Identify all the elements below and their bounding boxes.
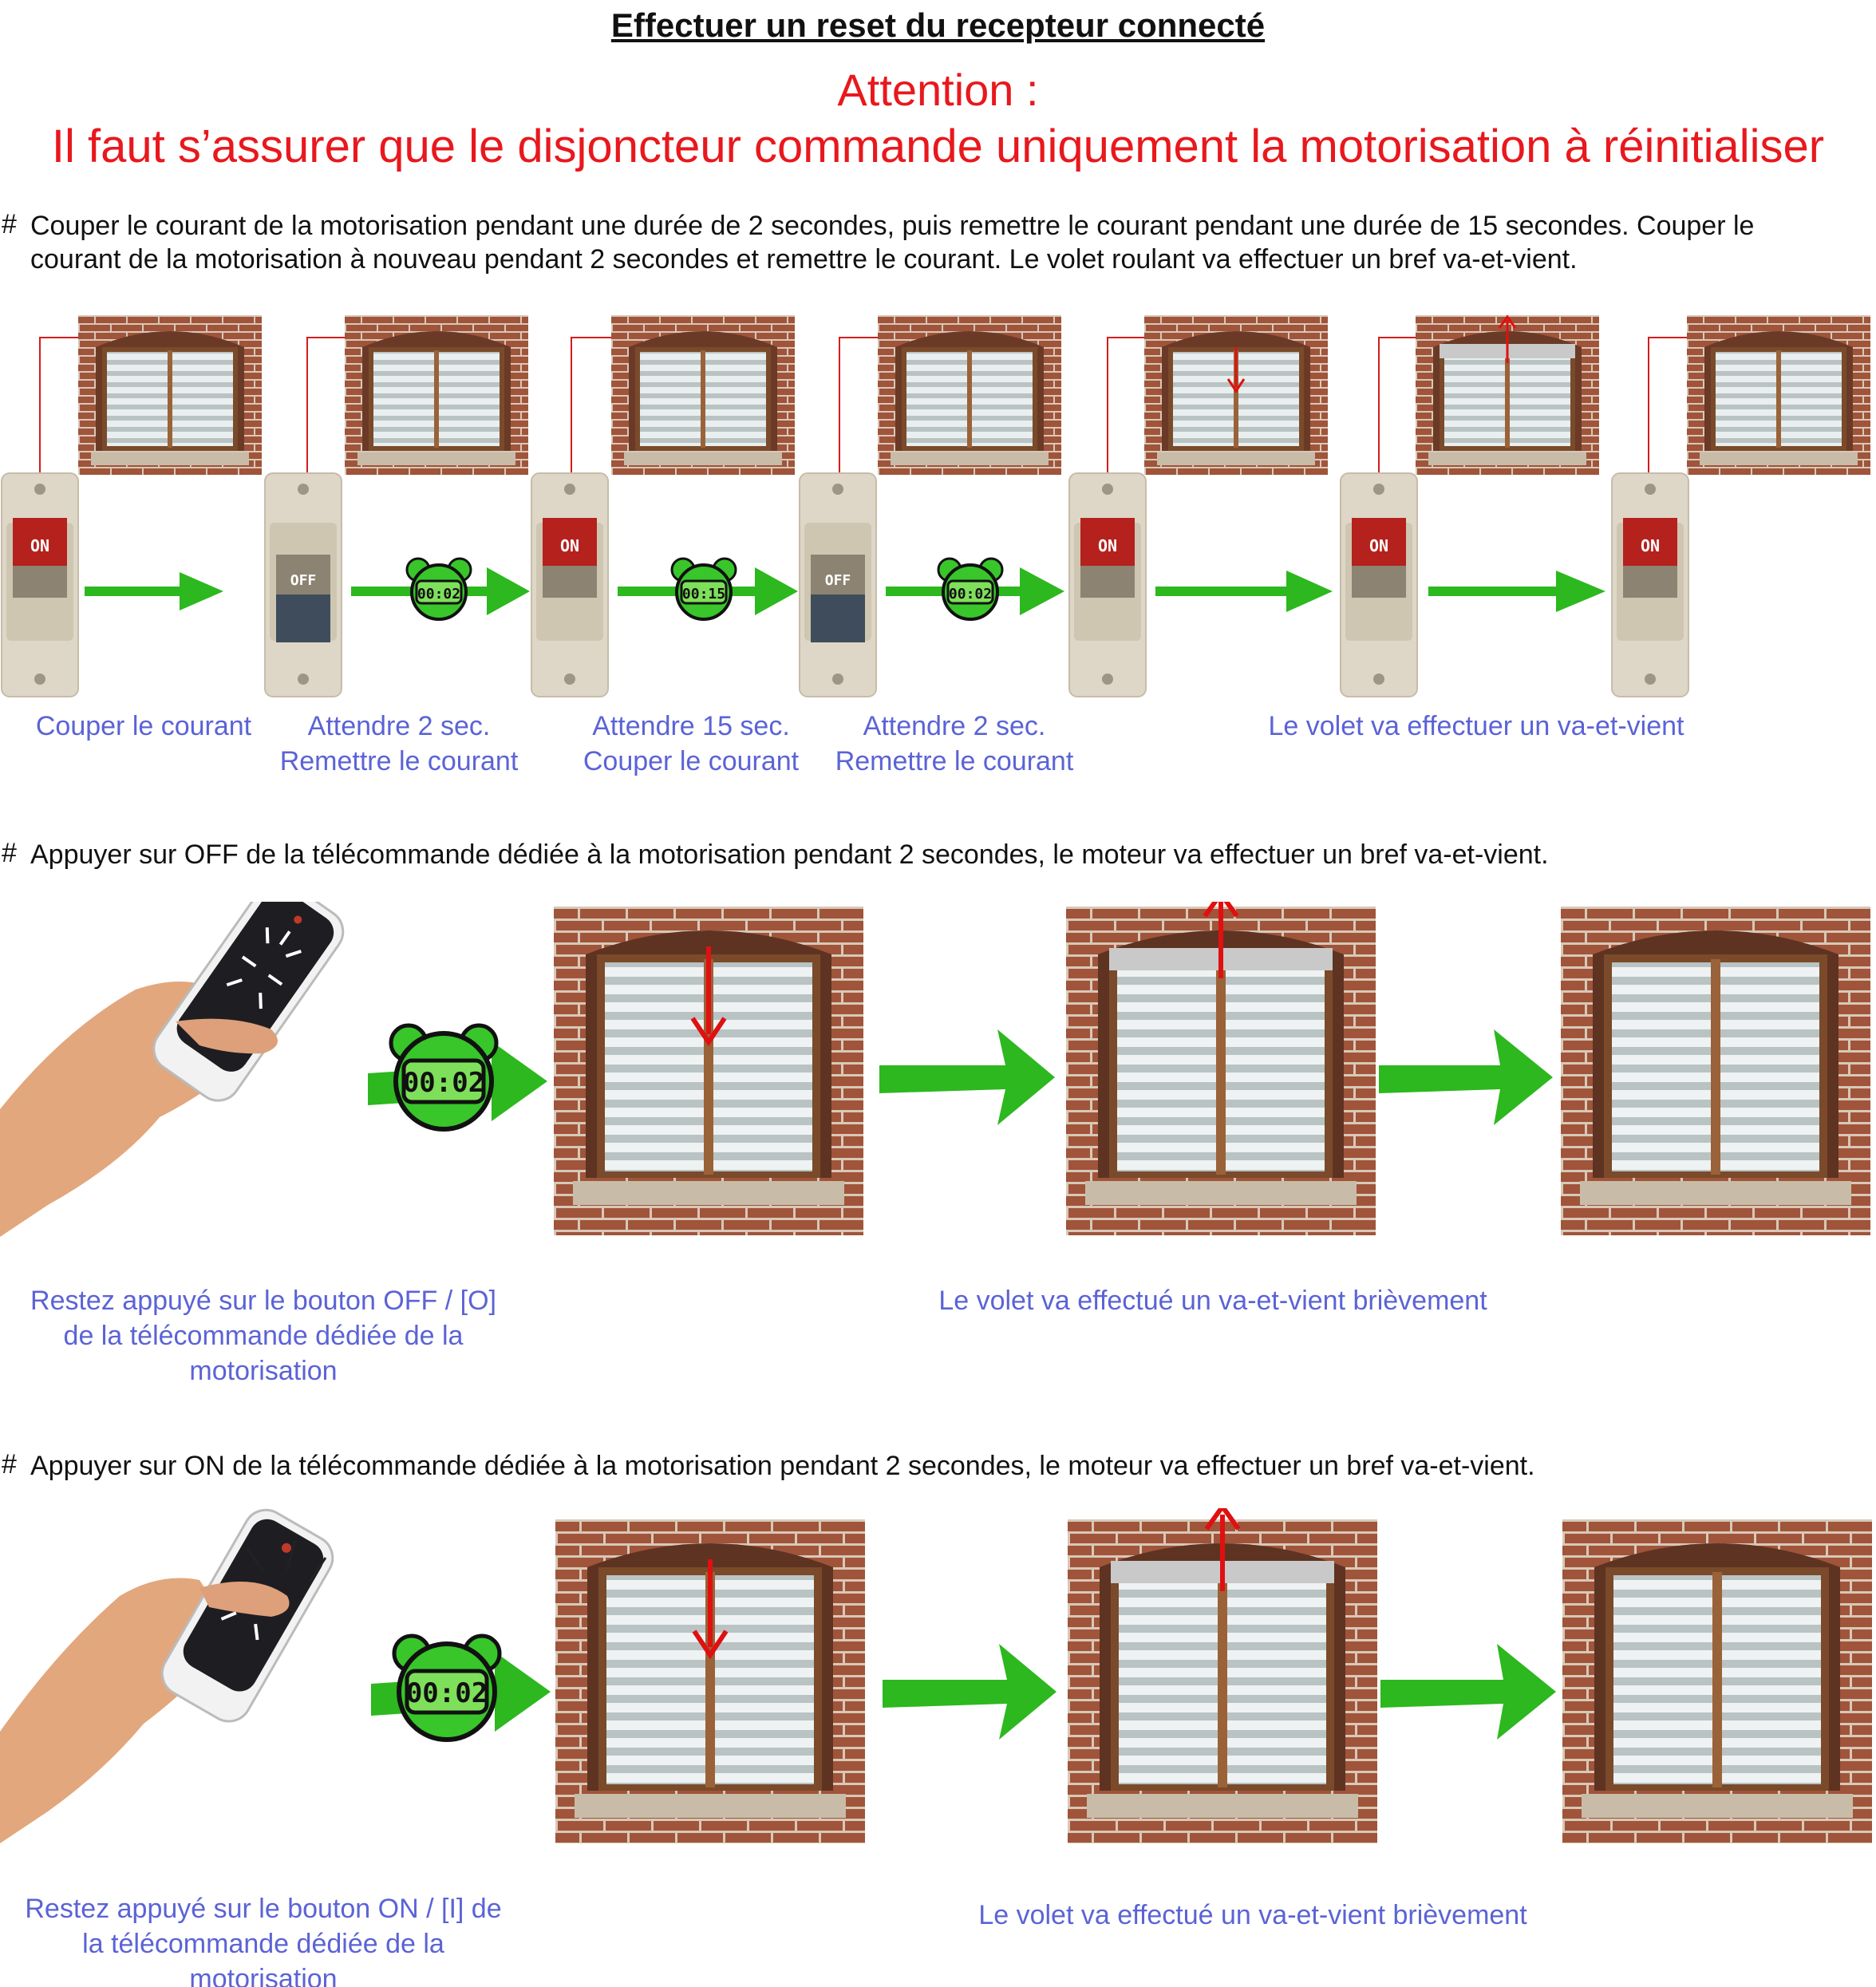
arrow-right-icon <box>85 572 223 610</box>
step2-instruction: Appuyer sur OFF de la télécommande dédié… <box>30 839 1549 870</box>
breaker-switch: ON <box>531 472 609 697</box>
caption-line: Attendre 15 sec. <box>592 711 790 741</box>
step2-bullet: # <box>2 838 17 868</box>
timer-clock-icon: 00:15 <box>670 557 737 621</box>
arrow-right-icon <box>1380 1644 1556 1740</box>
timer-display: 00:15 <box>682 586 725 602</box>
breaker-switch: ON <box>1068 472 1147 697</box>
window-shutter-down <box>555 1519 865 1843</box>
caption-line: Couper le courant <box>583 746 800 776</box>
arrow-right-icon <box>879 1029 1055 1125</box>
step1-line1: Couper le courant de la motorisation pen… <box>30 211 1755 241</box>
breaker-sequence-diagram: ON OFF ON OFF ON <box>1 314 1870 697</box>
switch-label: ON <box>30 536 49 555</box>
window-restored <box>1562 1519 1872 1843</box>
step3-instruction: Appuyer sur ON de la télécommande dédiée… <box>30 1451 1535 1481</box>
arrow-right-icon <box>1428 571 1605 612</box>
step1-instruction: Couper le courant de la motorisation pen… <box>30 209 1874 276</box>
breaker-switch: ON <box>1340 472 1418 697</box>
breaker-switch: OFF <box>799 472 877 697</box>
caption-step2-remote: Restez appuyé sur le bouton OFF / [O] de… <box>0 1283 527 1389</box>
caption-line: Remettre le courant <box>279 746 519 776</box>
caption-step3-remote: Restez appuyé sur le bouton ON / [I] de … <box>0 1891 527 1987</box>
step3-bullet: # <box>2 1449 17 1479</box>
breaker-switch: OFF <box>264 472 342 697</box>
caption-line: Couper le courant <box>35 711 252 741</box>
window-restored <box>1561 907 1870 1235</box>
window-shutter-up <box>1068 1508 1377 1843</box>
page-title: Effectuer un reset du recepteur connecté <box>610 6 1266 44</box>
step1-line2: courant de la motorisation à nouveau pen… <box>30 244 1578 275</box>
timer-display: 00:02 <box>949 586 992 602</box>
timer-display: 00:02 <box>417 586 460 602</box>
hand-remote-image <box>0 902 345 1237</box>
caption-line: Le volet va effectuer un va-et-vient <box>1268 711 1684 741</box>
caption-step1-3: Attendre 15 sec. Couper le courant <box>547 709 835 779</box>
caption-line: motorisation <box>189 1356 338 1386</box>
timer-clock-icon: 00:02 <box>937 557 1004 621</box>
timer-display: 00:02 <box>406 1677 488 1709</box>
switch-label: ON <box>1369 536 1388 555</box>
caption-step1-2: Attendre 2 sec. Remettre le courant <box>255 709 543 779</box>
caption-step1-5: Le volet va effectuer un va-et-vient <box>1197 709 1756 744</box>
window-shutter-down <box>1144 315 1328 475</box>
window-shutter-up <box>1416 314 1599 475</box>
switch-label: ON <box>560 536 579 555</box>
remote-off-diagram: 00:02 <box>0 902 1870 1237</box>
caption-step2-result: Le volet va effectué un va-et-vient briè… <box>938 1286 1487 1316</box>
step1-bullet: # <box>2 209 17 239</box>
caption-line: Attendre 2 sec. <box>863 711 1046 741</box>
window-shutter-down <box>554 907 863 1235</box>
caption-line: Restez appuyé sur le bouton ON / [I] de <box>25 1894 502 1924</box>
caption-line: Remettre le courant <box>835 746 1074 776</box>
caption-step1-4: Attendre 2 sec. Remettre le courant <box>811 709 1098 779</box>
remote-on-diagram: 00:02 <box>0 1508 1872 1843</box>
hand-remote-image <box>0 1508 334 1843</box>
timer-clock-icon: 00:02 <box>405 557 472 621</box>
switch-label: ON <box>1641 536 1660 555</box>
timer-clock-icon: 00:02 <box>368 1023 547 1132</box>
arrow-right-icon <box>883 1644 1056 1740</box>
caption-line: Attendre 2 sec. <box>307 711 491 741</box>
caption-line: Restez appuyé sur le bouton OFF / [O] <box>30 1286 496 1316</box>
attention-heading: Attention : <box>837 65 1039 115</box>
breaker-switch: ON <box>1611 472 1689 697</box>
warning-text: Il faut s’assurer que le disjoncteur com… <box>51 120 1825 172</box>
window-shutter-up <box>1066 902 1376 1235</box>
caption-line: motorisation <box>189 1964 338 1987</box>
switch-label: ON <box>1098 536 1117 555</box>
switch-label: OFF <box>290 572 317 589</box>
arrow-right-icon <box>1379 1029 1553 1125</box>
switch-label: OFF <box>825 572 851 589</box>
breaker-switch: ON <box>1 472 79 697</box>
caption-line: la télécommande dédiée de la <box>82 1929 444 1959</box>
caption-line: de la télécommande dédiée de la <box>63 1321 464 1351</box>
arrow-right-icon <box>1155 571 1333 612</box>
caption-step1-1: Couper le courant <box>8 709 279 744</box>
caption-step3-result: Le volet va effectué un va-et-vient briè… <box>978 1900 1527 1930</box>
timer-clock-icon: 00:02 <box>371 1633 551 1742</box>
timer-display: 00:02 <box>403 1067 484 1099</box>
